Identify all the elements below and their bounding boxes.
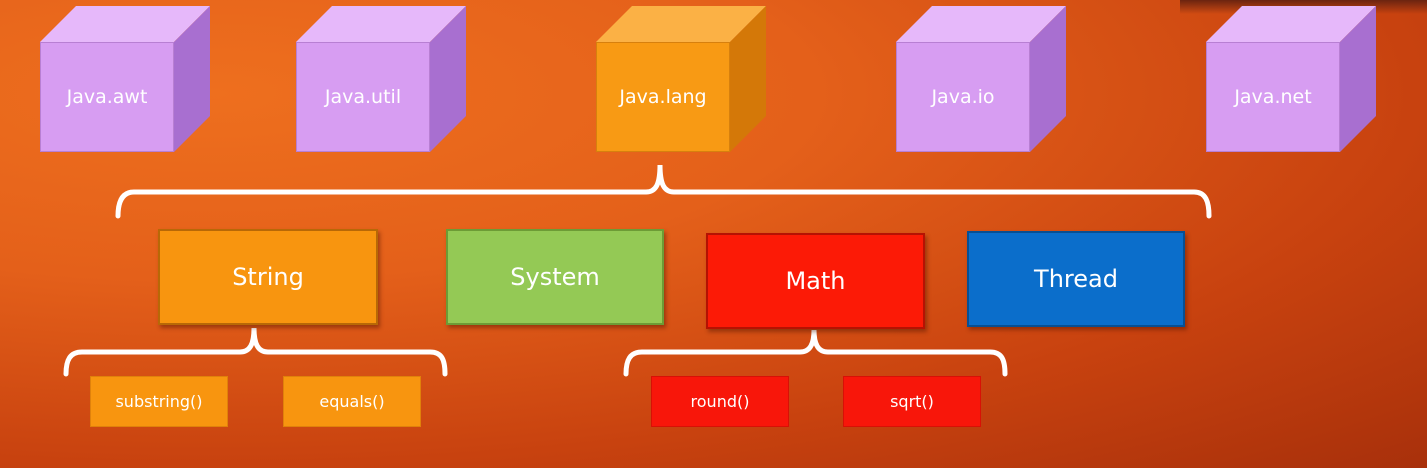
- package-java-awt[interactable]: Java.awt: [40, 6, 210, 152]
- package-label: Java.awt: [40, 42, 174, 152]
- class-string[interactable]: String: [158, 229, 378, 325]
- class-thread[interactable]: Thread: [967, 231, 1185, 327]
- method-equals[interactable]: equals(): [283, 376, 421, 427]
- cube-faces: [596, 6, 766, 152]
- cube-faces: [40, 6, 210, 152]
- cube-faces: [1206, 6, 1376, 152]
- package-java-util[interactable]: Java.util: [296, 6, 466, 152]
- math-brace: [623, 329, 1008, 377]
- package-java-io[interactable]: Java.io: [896, 6, 1066, 152]
- string-brace: [63, 327, 448, 377]
- package-label: Java.lang: [596, 42, 730, 152]
- class-system[interactable]: System: [446, 229, 664, 325]
- package-label: Java.util: [296, 42, 430, 152]
- class-math[interactable]: Math: [706, 233, 925, 329]
- package-java-net[interactable]: Java.net: [1206, 6, 1376, 152]
- method-round[interactable]: round(): [651, 376, 789, 427]
- package-java-lang[interactable]: Java.lang: [596, 6, 766, 152]
- method-substring[interactable]: substring(): [90, 376, 228, 427]
- cube-faces: [896, 6, 1066, 152]
- method-sqrt[interactable]: sqrt(): [843, 376, 981, 427]
- package-label: Java.io: [896, 42, 1030, 152]
- cube-faces: [296, 6, 466, 152]
- package-label: Java.net: [1206, 42, 1340, 152]
